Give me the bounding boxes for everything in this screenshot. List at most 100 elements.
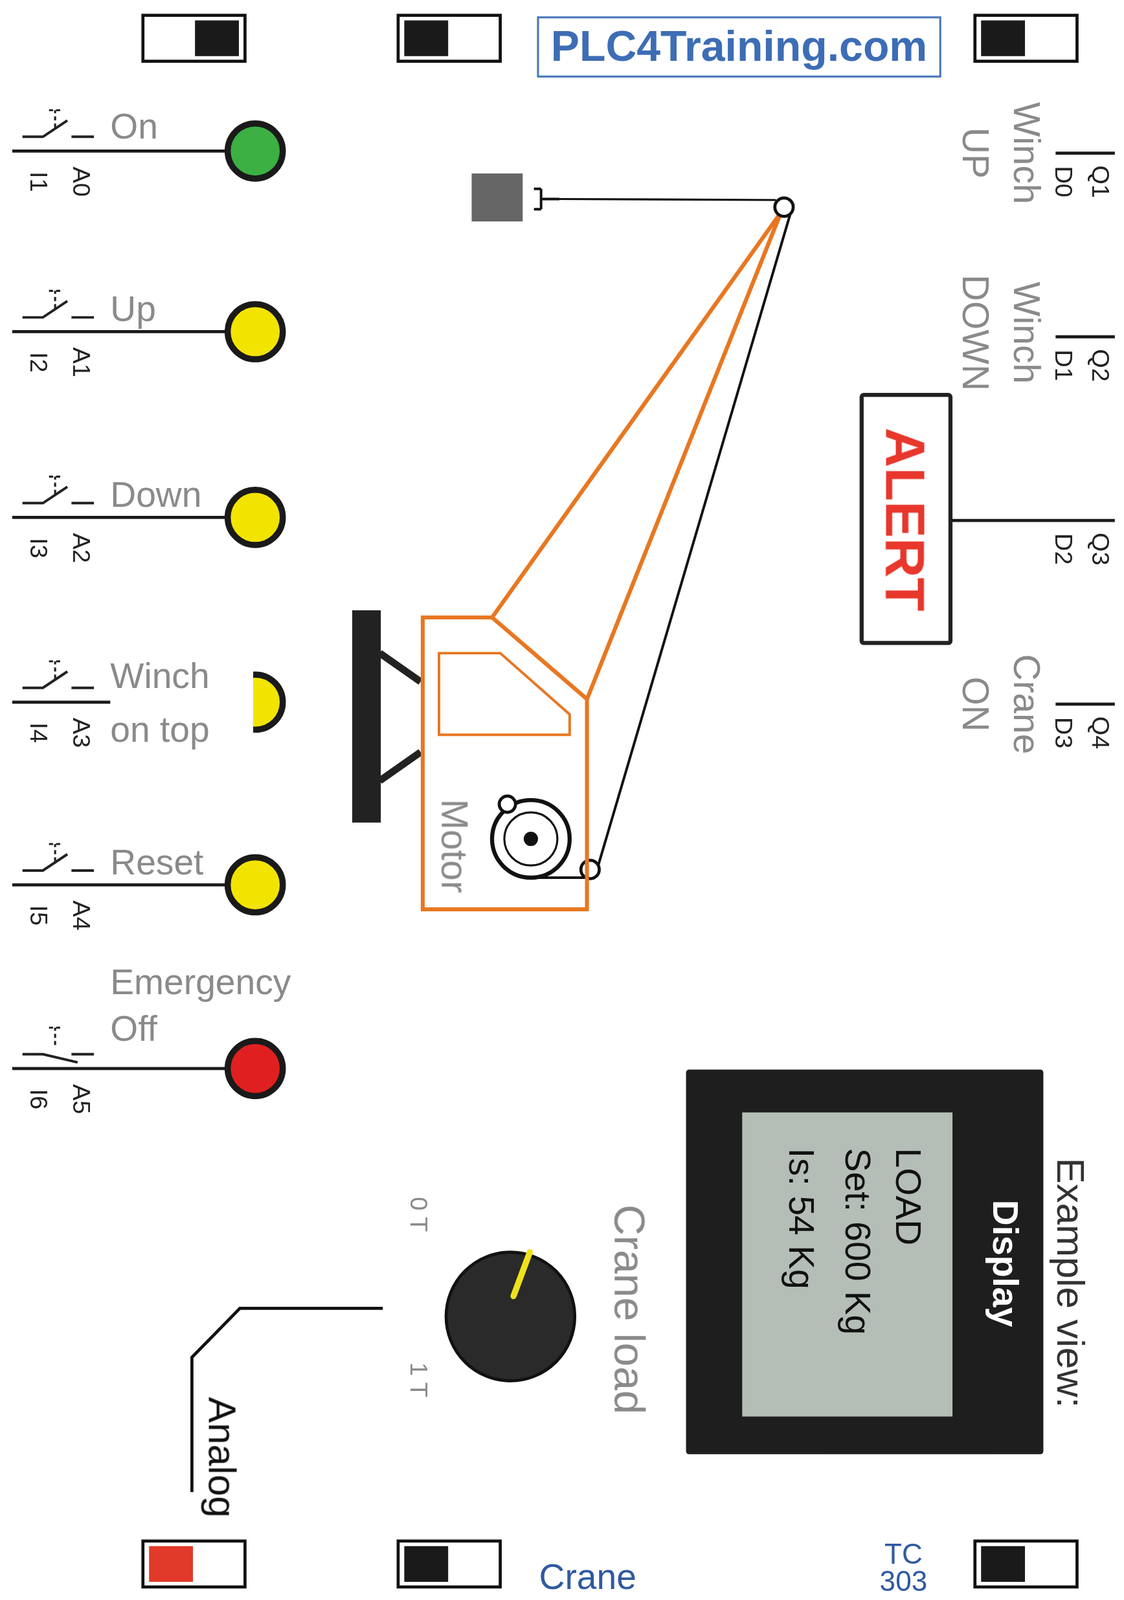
toggle-knob <box>980 1546 1025 1583</box>
input-wire <box>12 149 227 153</box>
crane-cable <box>598 214 790 866</box>
input-label: Winch on top <box>110 648 254 757</box>
toggle-knob <box>404 1546 449 1583</box>
dial-scale: 1 T <box>404 1362 434 1398</box>
input-address: I2 <box>24 352 54 373</box>
output-address: D3 <box>1049 717 1079 749</box>
toggle-switch <box>975 15 1078 62</box>
toggle-knob <box>148 1546 193 1583</box>
board-name: Crane <box>539 1556 637 1598</box>
input-label: On <box>110 106 158 147</box>
output-wire <box>1055 335 1115 339</box>
crane-boom <box>492 212 781 618</box>
input-address: A2 <box>67 533 96 564</box>
pulley <box>775 198 794 217</box>
input-address: I3 <box>24 538 54 559</box>
input-address: A5 <box>67 1084 96 1115</box>
crane-cable <box>559 198 776 201</box>
motor-knob <box>499 796 516 813</box>
toggle-switch <box>398 1541 501 1588</box>
crane-strut <box>380 653 421 682</box>
display-title: Display <box>984 1200 1026 1328</box>
toggle-switch <box>143 15 246 62</box>
crane-window <box>438 653 570 735</box>
input-address: A3 <box>67 718 96 748</box>
switch-actuator <box>49 476 62 495</box>
switch-actuator <box>49 290 62 309</box>
alert-box: ALERT <box>859 393 952 645</box>
screen-text: LOAD <box>887 1148 929 1246</box>
input-address: I1 <box>24 171 54 193</box>
alert-text: ALERT <box>874 427 938 612</box>
input-address: A1 <box>67 347 96 378</box>
input-wire <box>12 330 227 334</box>
output-address: D2 <box>1049 533 1079 565</box>
switch-symbol <box>22 301 94 318</box>
switch-actuator <box>49 661 62 680</box>
output-address: D1 <box>1049 349 1079 381</box>
motor-axle <box>523 831 539 847</box>
crane-cab <box>422 617 588 910</box>
toggle-knob <box>194 20 239 57</box>
display-screen: LOADSet: 600 Kg Is: 54 Kg <box>741 1112 953 1418</box>
input-label: Emergency Off <box>110 958 315 1053</box>
switch-symbol <box>22 486 94 504</box>
input-wire <box>12 1067 227 1071</box>
input-label: Down <box>110 474 202 516</box>
toggle-knob <box>404 20 449 57</box>
output-label: Winch UP <box>949 102 1052 205</box>
output-address: Q4 <box>1086 716 1115 750</box>
output-address: Q3 <box>1086 532 1115 566</box>
toggle-switch <box>398 15 501 62</box>
output-wire <box>950 519 1115 523</box>
display-panel: LOADSet: 600 KgIs: 54 KgExample view:Dis… <box>686 1069 1044 1455</box>
crane-base <box>352 610 381 823</box>
input-address: A0 <box>67 167 96 197</box>
toggle-switch <box>975 1541 1078 1588</box>
output-wire <box>1055 151 1115 155</box>
crane-weight <box>471 173 523 222</box>
output-address: Q2 <box>1086 348 1115 382</box>
switch-actuator <box>49 1028 62 1046</box>
indicator-lamp <box>227 1041 283 1097</box>
indicator-lamp <box>227 490 283 546</box>
input-wire <box>12 516 227 520</box>
output-address: D0 <box>1049 165 1079 197</box>
logo-text: PLC4Training.com <box>550 22 928 72</box>
input-address: I5 <box>24 905 54 927</box>
indicator-lamp <box>227 123 283 179</box>
output-label: Winch DOWN <box>949 274 1052 392</box>
output-label: Crane ON <box>949 654 1052 755</box>
switch-symbol <box>22 672 94 689</box>
input-label: Up <box>110 288 157 330</box>
motor-drum <box>504 812 558 866</box>
screen-text: Is: 54 Kg <box>780 1148 822 1290</box>
crane-boom <box>587 212 782 700</box>
input-address: I4 <box>24 722 54 744</box>
crane-strut <box>380 752 421 781</box>
screen-text: Set: 600 Kg <box>837 1148 878 1336</box>
switch-symbol <box>22 854 94 871</box>
input-wire <box>12 883 227 888</box>
indicator-lamp <box>227 857 283 913</box>
load-dial <box>446 1252 575 1382</box>
indicator-lamp <box>227 304 283 360</box>
display-caption: Example view: <box>1047 1158 1093 1409</box>
switch-symbol <box>22 1054 94 1064</box>
crane-hook <box>534 189 560 210</box>
motor-label: Motor <box>433 799 476 894</box>
dial-pointer <box>513 1252 530 1297</box>
dial-scale: 0 T <box>404 1197 434 1233</box>
board-code: TC 303 <box>879 1540 928 1596</box>
analog-label: Analog <box>199 1397 245 1519</box>
output-wire <box>1055 703 1115 707</box>
crane-body: Motor <box>420 615 590 912</box>
logo-box: PLC4Training.com <box>536 16 943 78</box>
switch-actuator <box>49 844 62 862</box>
input-address: I6 <box>24 1089 54 1110</box>
output-address: Q1 <box>1086 165 1115 198</box>
input-label: Reset <box>110 842 204 884</box>
dial-label: Crane load <box>604 1204 654 1415</box>
switch-symbol <box>22 120 94 137</box>
